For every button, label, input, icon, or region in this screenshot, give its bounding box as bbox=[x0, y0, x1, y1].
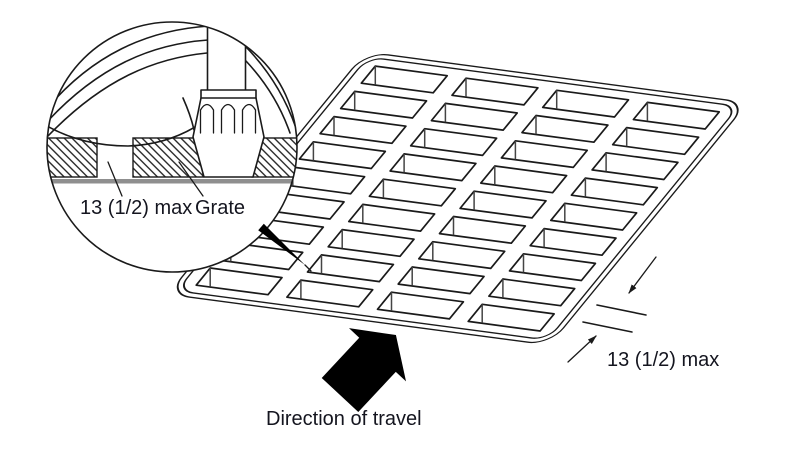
grate-slot bbox=[298, 140, 387, 170]
ferrule-body bbox=[192, 89, 265, 178]
grate-slot bbox=[368, 178, 457, 207]
grate-slot bbox=[195, 267, 283, 296]
grate-slot bbox=[430, 102, 519, 131]
grate-slot bbox=[467, 303, 555, 332]
grate-leader-line bbox=[178, 161, 204, 197]
callout-wedge-icon bbox=[258, 223, 305, 265]
dim-tick-upper bbox=[596, 304, 647, 316]
dimension-annotation: 13 (1/2) max bbox=[567, 256, 719, 371]
grate-slot bbox=[319, 115, 407, 145]
grate-slot bbox=[459, 190, 547, 219]
grate-slot bbox=[611, 126, 700, 156]
grate-crossbar-hatch bbox=[47, 137, 297, 184]
grate-slot bbox=[397, 266, 485, 295]
grate-slot bbox=[389, 153, 477, 182]
grate-slot bbox=[591, 151, 679, 181]
ground-line bbox=[47, 179, 297, 184]
callout-pointer bbox=[258, 223, 312, 272]
grate-slot bbox=[529, 227, 617, 257]
inset-gap-label: 13 (1/2) max bbox=[80, 197, 192, 219]
grate-slot bbox=[360, 65, 449, 94]
dim-arrow-upper bbox=[628, 256, 657, 294]
gap-leader-line bbox=[107, 161, 123, 197]
grate-slot bbox=[549, 202, 638, 231]
grate-slot bbox=[570, 177, 659, 206]
grate-slot bbox=[541, 89, 630, 118]
dimension-label: 13 (1/2) max bbox=[607, 349, 719, 371]
wheel-tire-arcs bbox=[47, 25, 297, 147]
grate-slot bbox=[376, 291, 465, 320]
dim-arrow-lower bbox=[567, 335, 597, 363]
direction-of-travel: Direction of travel bbox=[266, 328, 422, 430]
direction-label: Direction of travel bbox=[266, 408, 422, 430]
grate-slot bbox=[451, 77, 539, 106]
direction-arrow-icon bbox=[321, 328, 407, 413]
grate-slot bbox=[632, 101, 721, 130]
grate-slot bbox=[521, 114, 609, 144]
grate-plate bbox=[176, 54, 739, 344]
grate-slot bbox=[409, 127, 498, 157]
ferrule-ribs bbox=[199, 103, 257, 134]
grate-slot bbox=[500, 139, 589, 169]
grate-slot bbox=[286, 279, 374, 308]
grate-slot bbox=[339, 90, 428, 119]
grate-slot bbox=[327, 228, 415, 258]
dim-tick-lower bbox=[582, 321, 633, 333]
grate-slot bbox=[488, 278, 576, 307]
grate-slot bbox=[508, 252, 597, 282]
inset-grate-label: Grate bbox=[195, 197, 245, 219]
grate-slot bbox=[306, 254, 395, 283]
grate-slot bbox=[347, 203, 436, 232]
magnifier-inset: 13 (1/2) max Grate bbox=[46, 21, 298, 273]
inset-circle-outline bbox=[46, 21, 298, 273]
grate-slot bbox=[438, 215, 527, 245]
grate-slot-grid bbox=[195, 65, 721, 332]
grate-slot bbox=[479, 165, 568, 194]
grate-slot bbox=[417, 240, 506, 270]
